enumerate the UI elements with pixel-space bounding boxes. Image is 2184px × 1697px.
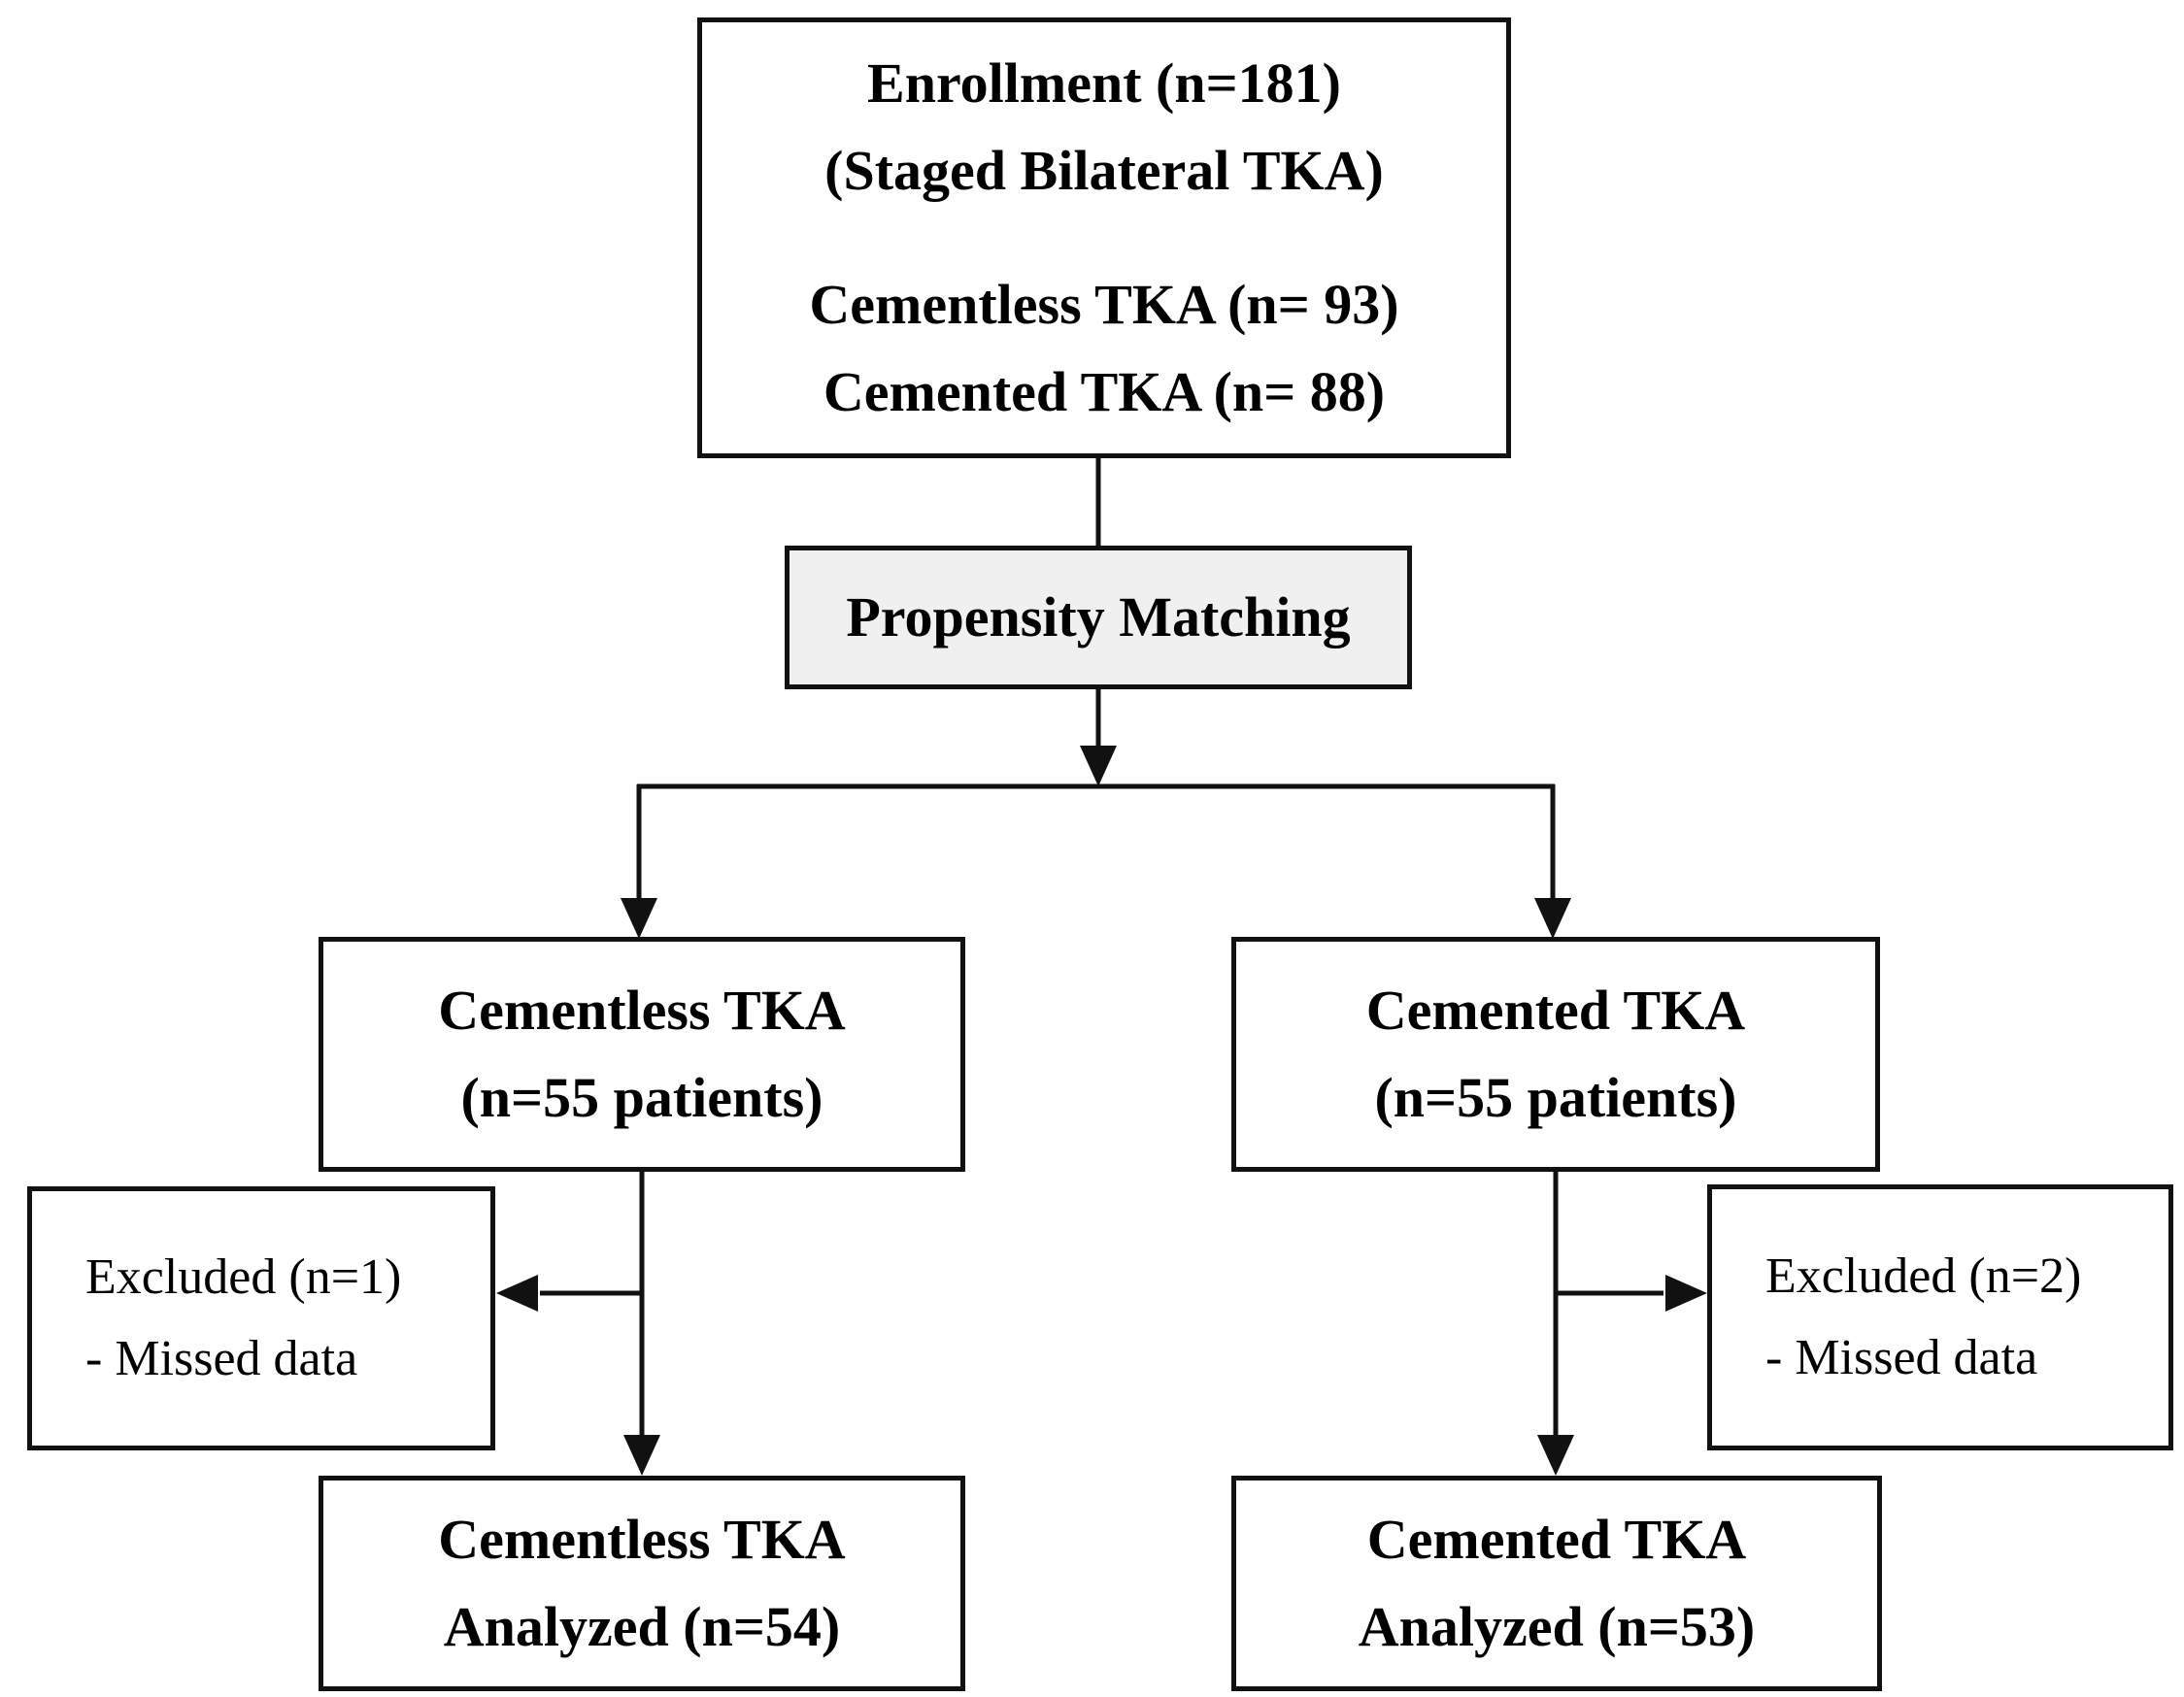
enrollment-line3: Cementless TKA (n= 93) (809, 273, 1399, 336)
propensity-matching-label: Propensity Matching (846, 585, 1351, 649)
arrowhead-left-excluded-icon (496, 1275, 538, 1312)
cementless-analyzed-box: Cementless TKA Analyzed (n=54) (319, 1476, 965, 1691)
cemented-analyzed-line1: Cemented TKA (1366, 1508, 1747, 1572)
cementless-analyzed-line2: Analyzed (n=54) (443, 1595, 841, 1658)
excluded-right-line2: - Missed data (1765, 1330, 2038, 1385)
cementless-group-line2: (n=55 patients) (460, 1066, 823, 1129)
arrowhead-down-cemented-analyzed-icon (1537, 1435, 1574, 1476)
arrowhead-down-cementless-analyzed-icon (623, 1435, 660, 1476)
cementless-group-box: Cementless TKA (n=55 patients) (319, 937, 965, 1172)
arrowhead-down-cemented-icon (1534, 898, 1571, 939)
excluded-left-box: Excluded (n=1) - Missed data (27, 1186, 495, 1450)
arrowhead-right-excluded-icon (1665, 1275, 1707, 1312)
cementless-group-line1: Cementless TKA (438, 979, 846, 1043)
cemented-group-line1: Cemented TKA (1365, 979, 1746, 1043)
enrollment-line4: Cemented TKA (n= 88) (823, 359, 1386, 423)
arrowhead-down-branch-icon (1080, 746, 1117, 786)
cemented-analyzed-box: Cemented TKA Analyzed (n=53) (1231, 1476, 1882, 1691)
excluded-left-line1: Excluded (n=1) (85, 1248, 402, 1305)
enrollment-line1: Enrollment (n=181) (867, 51, 1341, 116)
cementless-analyzed-line1: Cementless TKA (438, 1508, 846, 1572)
excluded-right-box: Excluded (n=2) - Missed data (1707, 1184, 2173, 1450)
cemented-analyzed-line2: Analyzed (n=53) (1358, 1595, 1756, 1658)
enrollment-line2: (Staged Bilateral TKA) (824, 139, 1384, 203)
excluded-right-line1: Excluded (n=2) (1765, 1248, 2082, 1304)
propensity-matching-box: Propensity Matching (785, 546, 1412, 689)
enrollment-box: Enrollment (n=181) (Staged Bilateral TKA… (697, 17, 1511, 458)
cemented-group-line2: (n=55 patients) (1374, 1066, 1737, 1129)
arrowhead-down-cementless-icon (621, 898, 657, 939)
excluded-left-line2: - Missed data (85, 1331, 358, 1386)
cemented-group-box: Cemented TKA (n=55 patients) (1231, 937, 1880, 1172)
